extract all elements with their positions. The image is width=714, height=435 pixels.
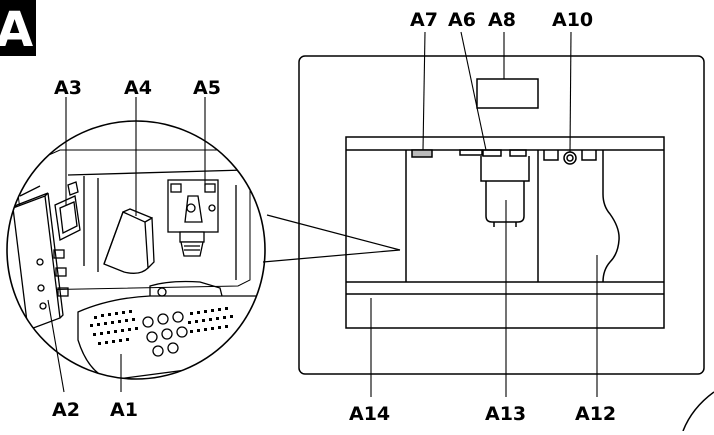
- zoom-lines: [262, 214, 401, 263]
- label-a10: A10: [552, 9, 593, 31]
- label-a1: A1: [110, 399, 138, 421]
- label-a5: A5: [193, 77, 221, 99]
- display-panel: [476, 78, 539, 109]
- machine-front: [298, 55, 705, 375]
- spout-upper: [480, 156, 530, 182]
- label-a7: A7: [410, 9, 438, 31]
- door-handle-curve: [602, 193, 620, 283]
- machine-frame: [298, 55, 705, 375]
- label-a2: A2: [52, 399, 80, 421]
- a10-sensor: [563, 151, 577, 165]
- a1-grill-holes: [90, 307, 233, 345]
- callout-labels: A3 A4 A5 A2 A1 A7 A6 A8 A10 A14 A13 A12: [52, 9, 616, 425]
- leader-lines: [47, 31, 598, 397]
- a4-scoop: [103, 211, 149, 274]
- edge-arc: [682, 391, 714, 432]
- label-a4: A4: [124, 77, 152, 99]
- spout-lower: [485, 181, 525, 223]
- section-letter: A: [0, 2, 33, 58]
- label-a8: A8: [488, 9, 516, 31]
- machine-recess: [345, 136, 665, 329]
- label-a6: A6: [448, 9, 476, 31]
- label-a3: A3: [54, 77, 82, 99]
- a7-part: [411, 149, 433, 158]
- section-badge: A: [0, 0, 36, 58]
- label-a14: A14: [349, 403, 390, 425]
- label-a13: A13: [485, 403, 526, 425]
- label-a12: A12: [575, 403, 616, 425]
